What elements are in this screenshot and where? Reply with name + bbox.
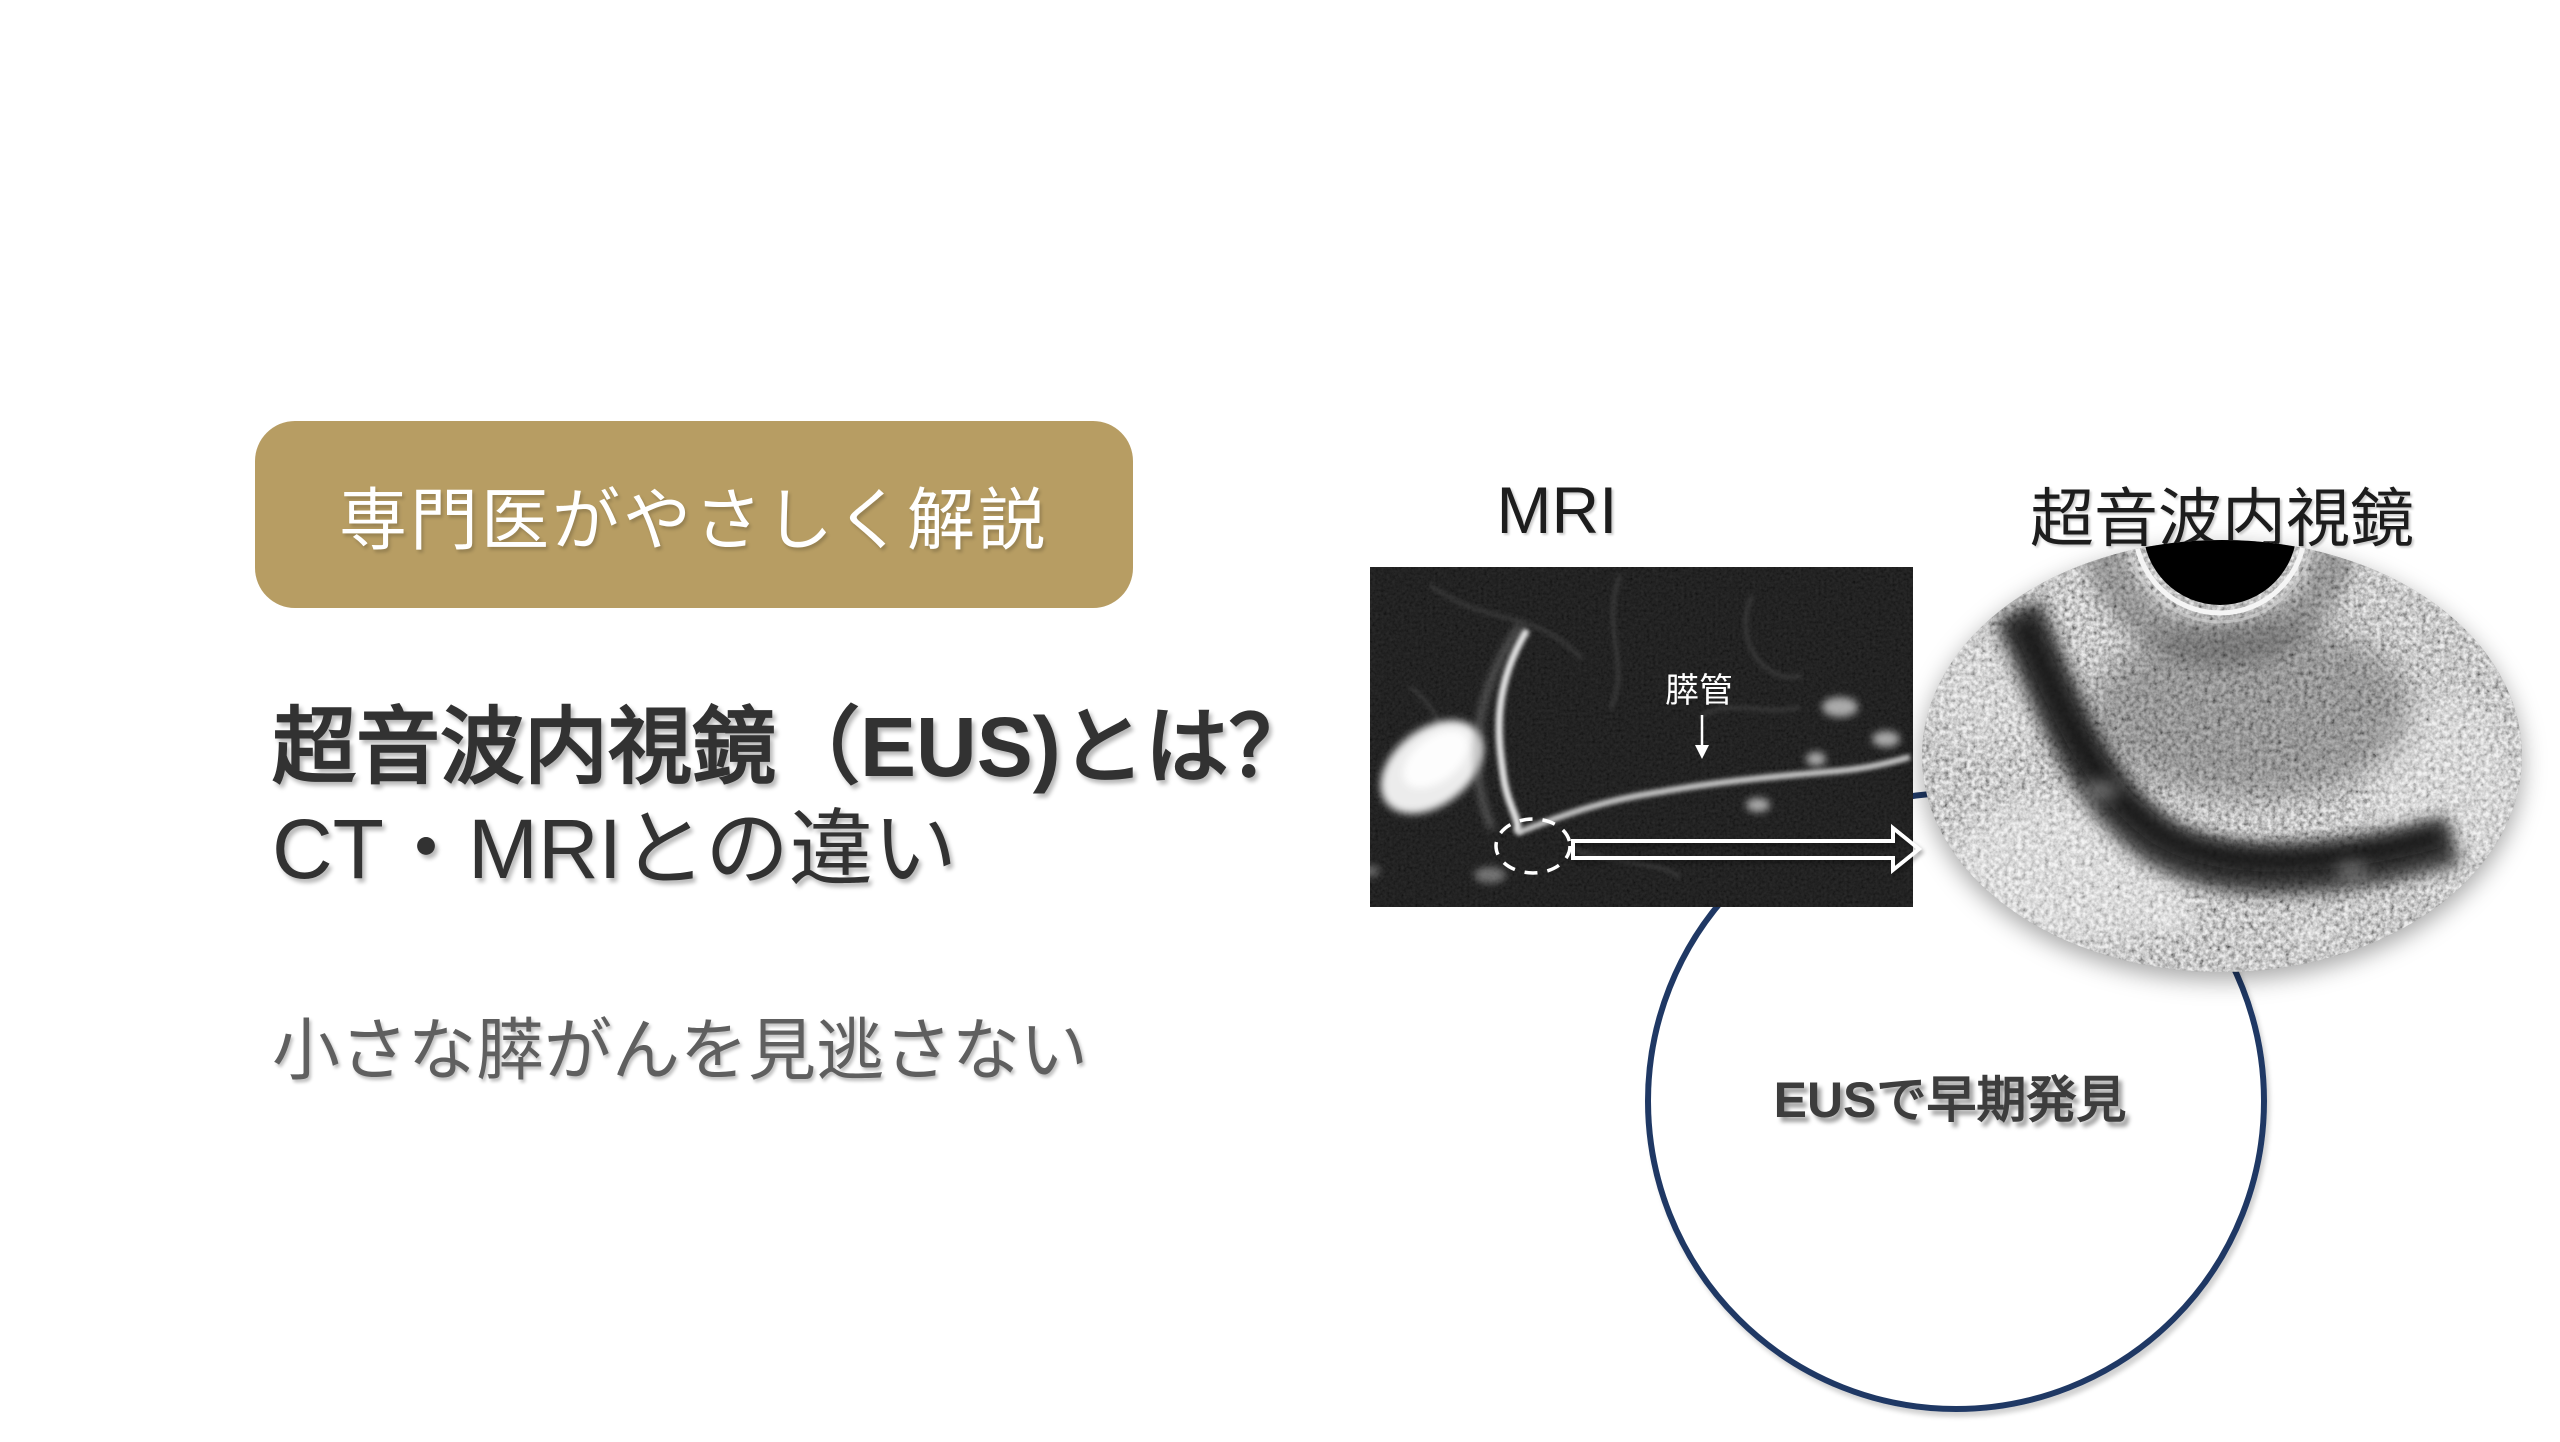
down-arrow-icon (1695, 715, 1709, 759)
mri-gallbladder (1380, 720, 1484, 814)
subtitle: 小さな膵がんを見逃さない (272, 1013, 1089, 1089)
mri-annotation-label: 膵管 (1665, 672, 1733, 710)
specialist-badge-label: 専門医がやさしく解説 (338, 483, 1049, 559)
eus-circle-label: EUSで早期発見 (1773, 1072, 2127, 1128)
mri-panel-label: MRI (1496, 473, 1618, 547)
mri-bile-duct (1474, 623, 1530, 834)
specialist-badge: 専門医がやさしく解説 (255, 421, 1133, 608)
mri-image-canvas: 膵管 (1360, 567, 1913, 907)
eus-image (1922, 540, 2522, 972)
mri-to-eus-arrow-icon (1571, 823, 1923, 875)
page-title: 超音波内視鏡（EUS)とは？ CT・MRIとの違い (272, 696, 1313, 900)
page-title-line2: CT・MRIとの違い (272, 802, 958, 896)
mri-pancreatic-duct (1515, 754, 1911, 836)
mri-image: 膵管 (1360, 567, 1913, 907)
eus-duct-band (1994, 599, 2462, 895)
eus-probe (2081, 540, 2359, 667)
dashed-highlight-ellipse (1494, 817, 1572, 875)
eus-image-canvas (1922, 540, 2522, 972)
page-title-line1: 超音波内視鏡（EUS)とは？ (272, 700, 1313, 794)
mri-bright-patches (1360, 697, 1900, 883)
eus-speckles (2084, 782, 2368, 943)
